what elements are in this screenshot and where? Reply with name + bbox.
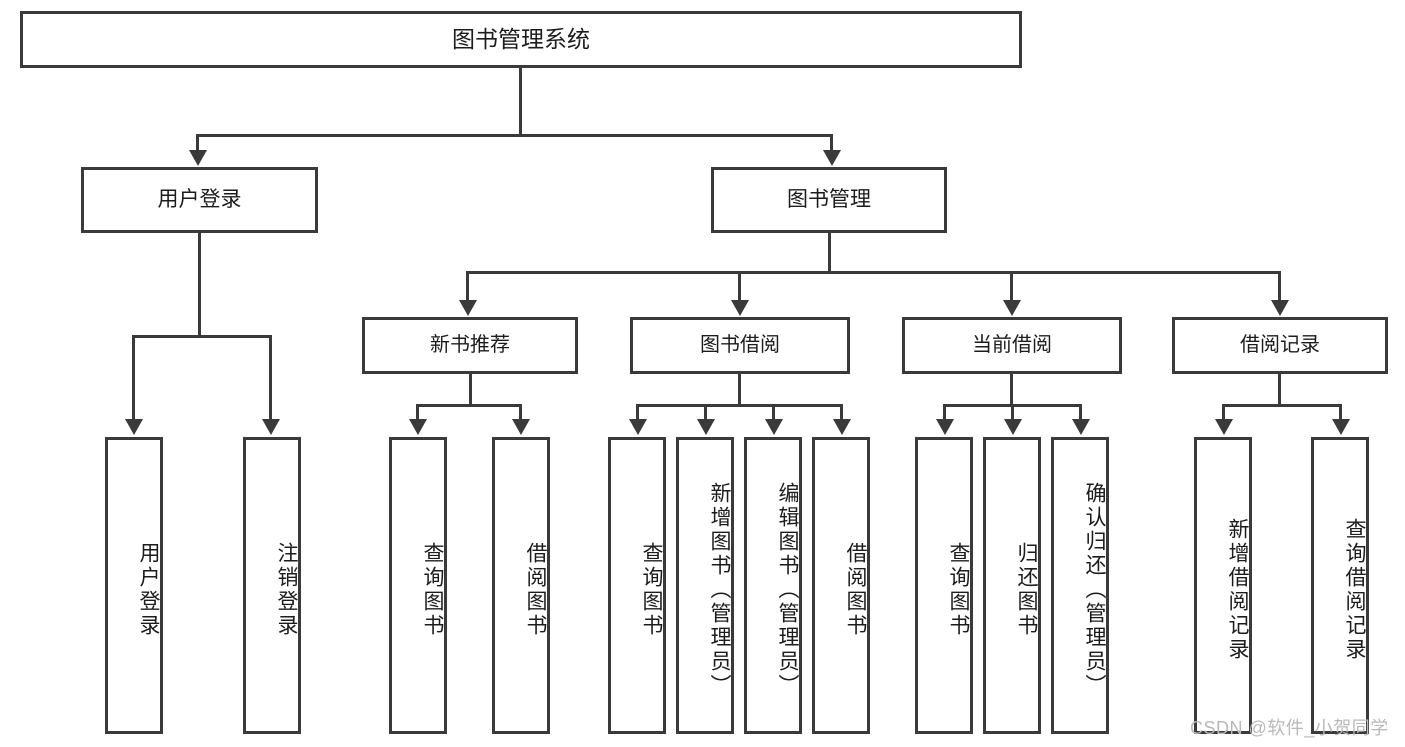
node-leaf-8[interactable]: 借阅图书 bbox=[812, 437, 870, 734]
connector-current-stem bbox=[1010, 374, 1013, 404]
node-leaf-2-label: 注销登录 bbox=[275, 541, 298, 638]
arrowhead-login-to-leaf-1 bbox=[125, 419, 143, 435]
node-current[interactable]: 当前借阅 bbox=[902, 317, 1122, 374]
node-login[interactable]: 用户登录 bbox=[81, 167, 318, 233]
node-root[interactable]: 图书管理系统 bbox=[20, 11, 1022, 68]
arrowhead-root-to-bookmgmt bbox=[823, 150, 841, 166]
node-leaf-7-label: 编辑图书（管理员） bbox=[776, 481, 799, 698]
connector-login-stem bbox=[198, 233, 201, 335]
connector-newbook-to-leaf-4 bbox=[519, 404, 522, 420]
connector-root-to-login bbox=[196, 134, 199, 154]
connector-records-to-leaf-13 bbox=[1339, 404, 1342, 420]
node-leaf-13[interactable]: 查询借阅记录 bbox=[1311, 437, 1369, 734]
watermark-text: CSDN @软件_小贺同学 bbox=[1190, 718, 1389, 738]
node-leaf-10-label: 归还图书 bbox=[1015, 541, 1038, 638]
node-leaf-12[interactable]: 新增借阅记录 bbox=[1194, 437, 1252, 734]
connector-current-to-leaf-9 bbox=[943, 404, 946, 420]
node-leaf-12-label: 新增借阅记录 bbox=[1226, 517, 1249, 662]
arrowhead-current-to-leaf-9 bbox=[936, 419, 954, 435]
node-records[interactable]: 借阅记录 bbox=[1172, 317, 1388, 374]
arrowhead-borrow-to-leaf-7 bbox=[765, 419, 783, 435]
node-leaf-10[interactable]: 归还图书 bbox=[983, 437, 1041, 734]
arrowhead-borrow-to-leaf-5 bbox=[629, 419, 647, 435]
connector-borrow-stem bbox=[738, 374, 741, 404]
connector-bookmgmt-to-borrow bbox=[738, 271, 741, 301]
connector-bookmgmt-bus bbox=[466, 271, 1281, 274]
arrowhead-login-to-leaf-2 bbox=[262, 419, 280, 435]
node-current-label: 当前借阅 bbox=[972, 334, 1052, 357]
node-leaf-1-label: 用户登录 bbox=[137, 541, 160, 638]
arrowhead-bookmgmt-to-current bbox=[1003, 300, 1021, 316]
node-leaf-4-label: 借阅图书 bbox=[524, 541, 547, 638]
connector-records-to-leaf-12 bbox=[1222, 404, 1225, 420]
connector-root-stem bbox=[519, 68, 522, 134]
node-leaf-5-label: 查询图书 bbox=[640, 541, 663, 638]
arrowhead-bookmgmt-to-records bbox=[1271, 300, 1289, 316]
connector-login-to-leaf-2 bbox=[269, 335, 272, 420]
arrowhead-current-to-leaf-11 bbox=[1072, 419, 1090, 435]
connector-borrow-to-leaf-8 bbox=[840, 404, 843, 420]
connector-bookmgmt-to-records bbox=[1278, 271, 1281, 301]
connector-records-bus bbox=[1222, 404, 1341, 407]
connector-current-to-leaf-10 bbox=[1011, 404, 1014, 420]
node-borrow-label: 图书借阅 bbox=[700, 334, 780, 357]
node-leaf-11[interactable]: 确认归还（管理员） bbox=[1051, 437, 1109, 734]
connector-login-to-leaf-1 bbox=[132, 335, 135, 420]
connector-borrow-bus bbox=[636, 404, 842, 407]
connector-bookmgmt-to-current bbox=[1010, 271, 1013, 301]
node-newbook-label: 新书推荐 bbox=[430, 334, 510, 357]
node-leaf-2[interactable]: 注销登录 bbox=[243, 437, 301, 734]
arrowhead-newbook-to-leaf-3 bbox=[409, 419, 427, 435]
connector-bookmgmt-stem bbox=[828, 233, 831, 271]
node-leaf-4[interactable]: 借阅图书 bbox=[492, 437, 550, 734]
node-leaf-1[interactable]: 用户登录 bbox=[105, 437, 163, 734]
node-login-label: 用户登录 bbox=[157, 188, 242, 212]
arrowhead-borrow-to-leaf-8 bbox=[833, 419, 851, 435]
node-leaf-6[interactable]: 新增图书（管理员） bbox=[676, 437, 734, 734]
connector-login-bus bbox=[132, 335, 270, 338]
node-leaf-9-label: 查询图书 bbox=[947, 541, 970, 638]
node-leaf-3-label: 查询图书 bbox=[421, 541, 444, 638]
node-bookmgmt[interactable]: 图书管理 bbox=[711, 167, 947, 233]
node-leaf-8-label: 借阅图书 bbox=[844, 541, 867, 638]
connector-borrow-to-leaf-5 bbox=[636, 404, 639, 420]
arrowhead-newbook-to-leaf-4 bbox=[512, 419, 530, 435]
connector-root-to-bookmgmt bbox=[830, 134, 833, 154]
arrowhead-current-to-leaf-10 bbox=[1004, 419, 1022, 435]
connector-newbook-to-leaf-3 bbox=[416, 404, 419, 420]
node-leaf-11-label: 确认归还（管理员） bbox=[1083, 481, 1106, 698]
node-bookmgmt-label: 图书管理 bbox=[787, 188, 871, 212]
arrowhead-records-to-leaf-12 bbox=[1215, 419, 1233, 435]
node-leaf-6-label: 新增图书（管理员） bbox=[708, 481, 731, 698]
connector-newbook-bus bbox=[416, 404, 522, 407]
node-leaf-5[interactable]: 查询图书 bbox=[608, 437, 666, 734]
connector-borrow-to-leaf-7 bbox=[772, 404, 775, 420]
arrowhead-bookmgmt-to-newbook bbox=[459, 300, 477, 316]
connector-borrow-to-leaf-6 bbox=[704, 404, 707, 420]
node-borrow[interactable]: 图书借阅 bbox=[630, 317, 850, 374]
node-leaf-3[interactable]: 查询图书 bbox=[389, 437, 447, 734]
node-newbook[interactable]: 新书推荐 bbox=[362, 317, 578, 374]
node-records-label: 借阅记录 bbox=[1240, 334, 1320, 357]
node-leaf-9[interactable]: 查询图书 bbox=[915, 437, 973, 734]
node-leaf-13-label: 查询借阅记录 bbox=[1343, 517, 1366, 662]
arrowhead-borrow-to-leaf-6 bbox=[697, 419, 715, 435]
connector-root-bus bbox=[196, 134, 833, 137]
node-leaf-7[interactable]: 编辑图书（管理员） bbox=[744, 437, 802, 734]
arrowhead-root-to-login bbox=[189, 150, 207, 166]
connector-bookmgmt-to-newbook bbox=[466, 271, 469, 301]
connector-current-to-leaf-11 bbox=[1079, 404, 1082, 420]
connector-newbook-stem bbox=[469, 374, 472, 404]
arrowhead-bookmgmt-to-borrow bbox=[731, 300, 749, 316]
node-root-label: 图书管理系统 bbox=[452, 25, 590, 52]
connector-records-stem bbox=[1278, 374, 1281, 404]
arrowhead-records-to-leaf-13 bbox=[1332, 419, 1350, 435]
